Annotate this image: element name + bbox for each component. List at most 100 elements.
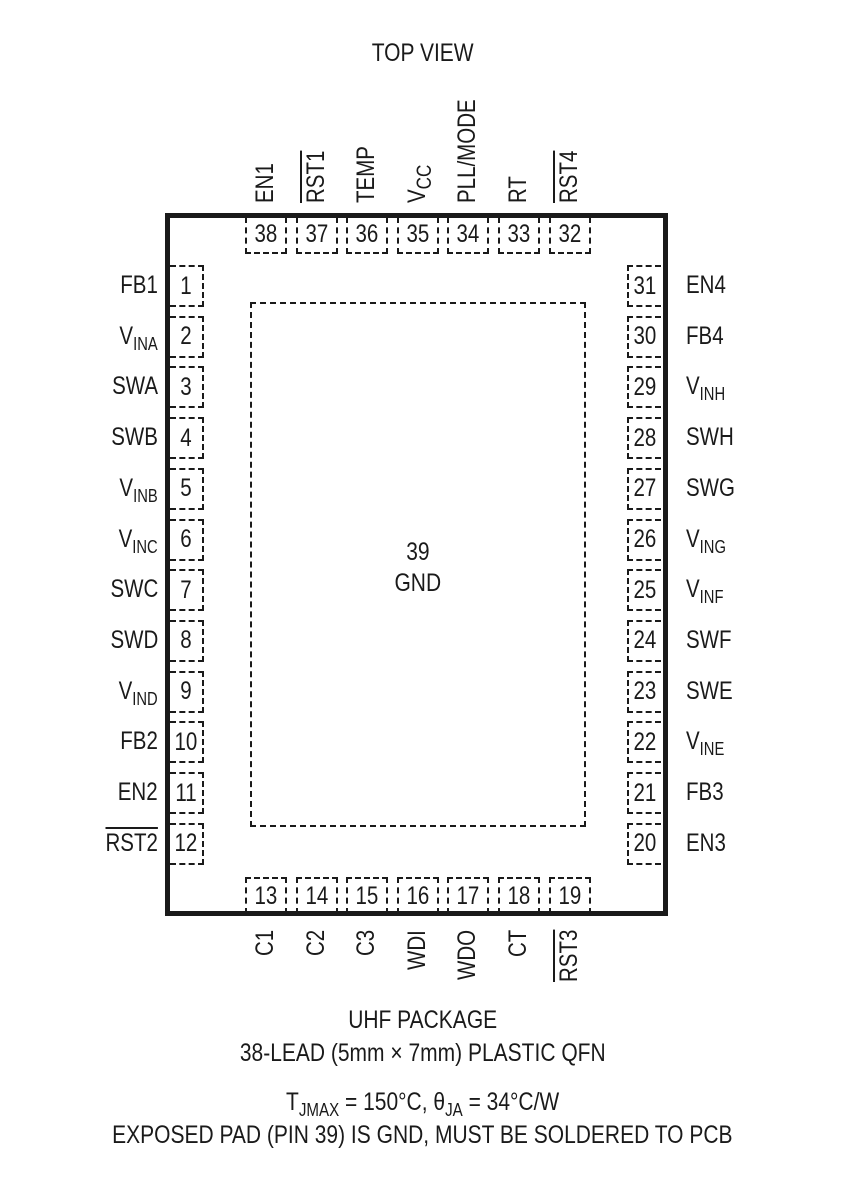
pin-label-24: SWF	[686, 625, 732, 654]
pin-label-17: WDO	[453, 929, 482, 981]
pin-26-box: 26	[627, 518, 661, 561]
pin-34-box: 34	[447, 217, 490, 254]
pin-label-19: RST3	[554, 929, 583, 983]
pin-20-box: 20	[627, 822, 661, 865]
pin-label-25: VINF	[686, 575, 724, 607]
package-description: 38-LEAD (5mm × 7mm) PLASTIC QFN	[239, 1039, 606, 1067]
pin-number: 27	[633, 474, 657, 503]
pin-21-box: 21	[627, 772, 661, 814]
pin-label-12: RST2	[105, 828, 158, 857]
pin-number: 28	[633, 423, 657, 452]
pin-label-8: SWD	[110, 625, 158, 654]
pin-2-box: 2	[170, 315, 204, 358]
pin-11-box: 11	[170, 772, 204, 814]
pin-label-2: VINA	[119, 321, 158, 354]
pin-38-box: 38	[245, 217, 287, 254]
pin-number: 3	[180, 372, 192, 401]
pin-number: 38	[254, 220, 278, 248]
pin-label-32: RST4	[554, 150, 583, 203]
pin-13-box: 13	[245, 877, 287, 914]
pin-8-box: 8	[170, 619, 204, 662]
pin-1-box: 1	[170, 265, 204, 307]
pin-12-box: 12	[170, 822, 204, 865]
pin-label-20: EN3	[686, 828, 726, 857]
pin-10-box: 10	[170, 721, 204, 764]
pin-number: 6	[180, 525, 192, 553]
pin-17-box: 17	[447, 877, 490, 914]
pin-number: 5	[180, 474, 192, 503]
pin-16-box: 16	[396, 877, 439, 914]
pin-number: 8	[180, 626, 192, 655]
pin-label-37: RST1	[301, 150, 330, 203]
pin-33-box: 33	[498, 217, 540, 254]
pin-number: 1	[180, 271, 192, 300]
pin-label-13: C1	[251, 929, 279, 957]
pin-number: 20	[633, 829, 657, 858]
pin-label-1: FB1	[120, 271, 158, 299]
pin-30-box: 30	[627, 315, 661, 358]
pin-number: 10	[174, 727, 198, 756]
pin-number: 35	[406, 220, 430, 248]
pin-number: 21	[633, 778, 657, 807]
exposed-pad-note: EXPOSED PAD (PIN 39) IS GND, MUST BE SOL…	[112, 1121, 733, 1149]
pin-18-box: 18	[498, 877, 540, 914]
pin-label-10: FB2	[120, 727, 158, 756]
pin-label-35: VCC	[402, 164, 436, 203]
exposed-pad	[250, 302, 586, 827]
pin-label-6: VINC	[118, 524, 158, 557]
pin-22-box: 22	[627, 721, 661, 764]
pin-number: 30	[633, 322, 657, 351]
pin-number: 31	[633, 271, 657, 300]
pin-number: 29	[633, 372, 657, 401]
exposed-pad-number: 39	[405, 538, 430, 566]
pin-number: 9	[180, 677, 192, 706]
pin-32-box: 32	[548, 217, 591, 254]
pin-37-box: 37	[295, 217, 338, 254]
pin-number: 36	[355, 220, 379, 248]
pin-number: 34	[456, 220, 480, 248]
pin-number: 22	[633, 727, 657, 756]
pin-23-box: 23	[627, 670, 661, 713]
pin-24-box: 24	[627, 619, 661, 662]
pin-label-31: EN4	[686, 271, 726, 299]
pin-5-box: 5	[170, 467, 204, 510]
pin-label-11: EN2	[118, 778, 158, 806]
pin-number: 37	[305, 220, 328, 248]
pin-number: 12	[174, 829, 198, 858]
pin-label-15: C3	[352, 929, 381, 957]
exposed-pad-name: GND	[394, 569, 441, 597]
pin-6-box: 6	[170, 518, 204, 561]
pin-label-23: SWE	[686, 676, 733, 705]
pin-label-9: VIND	[118, 676, 158, 709]
package-name: UHF PACKAGE	[348, 1006, 497, 1034]
pin-14-box: 14	[295, 877, 338, 914]
pin-number: 25	[633, 575, 657, 604]
pin-number: 13	[254, 882, 278, 910]
pin-label-4: SWB	[111, 423, 158, 452]
pin-35-box: 35	[396, 217, 439, 254]
pin-number: 24	[633, 626, 657, 655]
pin-number: 7	[180, 575, 192, 604]
pin-label-36: TEMP	[352, 146, 381, 203]
package-outline	[165, 213, 668, 916]
pin-label-30: FB4	[686, 321, 724, 350]
thermal-specs: TJMAX = 150°C, θJA = 34°C/W	[285, 1088, 560, 1120]
pin-number: 11	[175, 778, 197, 807]
pin-4-box: 4	[170, 417, 204, 460]
pin-number: 26	[633, 525, 657, 553]
diagram-title: TOP VIEW	[371, 39, 474, 67]
pin-31-box: 31	[627, 265, 661, 307]
pin-number: 19	[558, 882, 581, 910]
pin-27-box: 27	[627, 467, 661, 510]
pin-number: 18	[507, 882, 531, 910]
pin-label-3: SWA	[112, 372, 158, 401]
pin-3-box: 3	[170, 366, 204, 409]
pin-label-34: PLL/MODE	[453, 99, 482, 203]
pin-number: 32	[558, 220, 581, 248]
pin-15-box: 15	[346, 877, 389, 914]
pin-25-box: 25	[627, 569, 661, 612]
pin-label-14: C2	[301, 929, 330, 957]
pin-label-21: FB3	[686, 778, 724, 806]
pin-28-box: 28	[627, 417, 661, 460]
